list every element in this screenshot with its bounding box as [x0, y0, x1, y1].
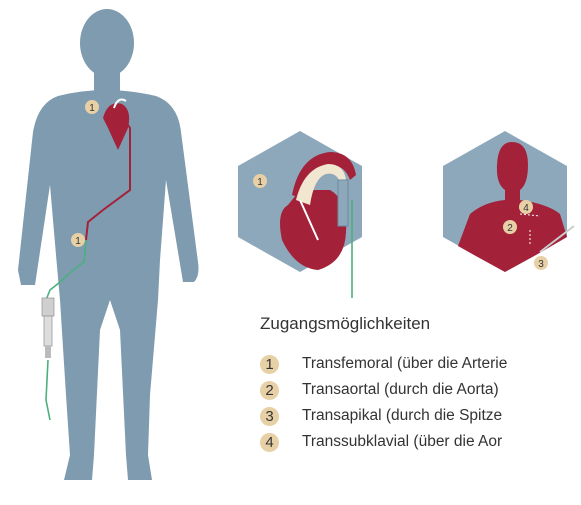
- marker-hex-torso-c: 3: [534, 256, 548, 270]
- marker-hex-torso-a: 4: [519, 200, 533, 214]
- access-options-heading: Zugangsmöglichkeiten: [260, 314, 430, 334]
- marker-body-upper-label: 1: [89, 103, 95, 114]
- marker-body-lower: 1: [71, 233, 85, 247]
- list-text: Transaortal (durch die Aorta): [302, 381, 499, 399]
- marker-body-upper: 1: [85, 100, 99, 114]
- hexagon-heart: [238, 131, 362, 298]
- delivery-device: [42, 298, 54, 358]
- hexagon-torso: [443, 131, 574, 272]
- human-body-silhouette: [18, 9, 199, 480]
- marker-hex-torso-c-label: 3: [538, 259, 544, 270]
- marker-hex-torso-a-label: 4: [523, 203, 529, 214]
- list-number: 1: [260, 355, 279, 374]
- marker-hex-heart-label: 1: [257, 177, 263, 188]
- list-item: 1 Transfemoral (über die Arterie: [260, 351, 507, 377]
- list-number: 3: [260, 407, 279, 426]
- list-number: 2: [260, 381, 279, 400]
- list-text: Transfemoral (über die Arterie: [302, 355, 507, 373]
- marker-hex-torso-b: 2: [503, 220, 517, 234]
- list-item: 3 Transapikal (durch die Spitze: [260, 403, 507, 429]
- list-text: Transapikal (durch die Spitze: [302, 407, 502, 425]
- marker-body-lower-label: 1: [75, 236, 81, 247]
- access-options-list: 1 Transfemoral (über die Arterie 2 Trans…: [260, 351, 507, 455]
- list-item: 4 Transsubklavial (über die Aor: [260, 429, 507, 455]
- list-number: 4: [260, 433, 279, 452]
- list-item: 2 Transaortal (durch die Aorta): [260, 377, 507, 403]
- list-text: Transsubklavial (über die Aor: [302, 433, 502, 451]
- marker-hex-heart: 1: [253, 174, 267, 188]
- marker-hex-torso-b-label: 2: [507, 223, 513, 234]
